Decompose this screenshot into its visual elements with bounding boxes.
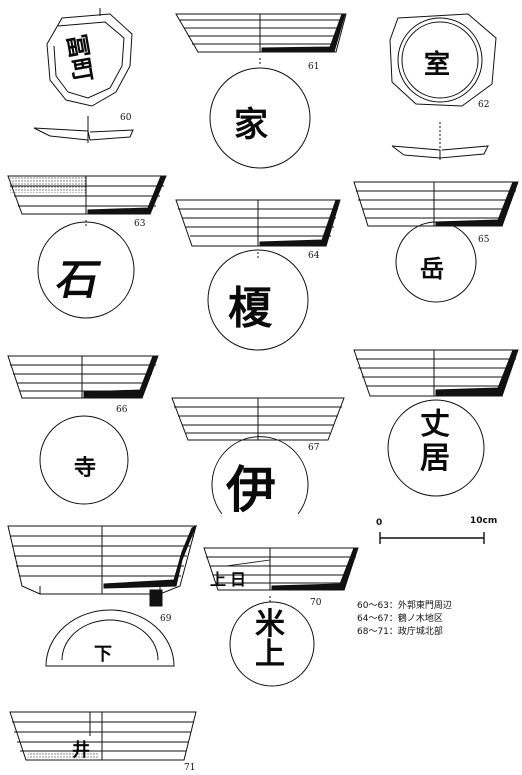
- profile-60: [33, 116, 134, 143]
- base-circle-64: [207, 249, 309, 351]
- bowl-profile-65: [353, 181, 519, 227]
- base-fragment-69: [45, 609, 175, 667]
- bowl-profile-69: [7, 524, 197, 607]
- figure-number: 67: [308, 443, 320, 453]
- figure-number: 69: [160, 614, 172, 624]
- base-circle-63: [37, 221, 135, 319]
- figure-number: 70: [310, 598, 322, 608]
- figure-number: 71: [184, 763, 196, 773]
- figure-number: 60: [120, 113, 132, 123]
- base-circle-65: [395, 221, 477, 303]
- inscription-69: 下: [94, 644, 112, 665]
- figure-number: 65: [478, 235, 490, 245]
- inscription-62: 室: [424, 50, 451, 80]
- base-circle-66: [39, 415, 129, 505]
- inscription-65: 岳: [420, 254, 444, 283]
- sherd-62: [389, 13, 497, 107]
- figure-number: 62: [478, 100, 490, 110]
- bowl-profile-64: [175, 199, 341, 260]
- base-circle-68: [387, 399, 485, 497]
- base-circle-61: [209, 67, 311, 169]
- scale-end-label: 10cm: [470, 516, 498, 526]
- sherd-60: [46, 8, 133, 107]
- base-arc-67: [211, 436, 309, 515]
- inscription-64: 榎: [228, 283, 272, 334]
- figure-number: 64: [308, 251, 320, 261]
- inscription-68: 丈居: [420, 407, 450, 476]
- bowl-profile-66: [7, 355, 159, 399]
- rim-mark-70b: 日: [230, 570, 247, 589]
- bowl-profile-68: [353, 349, 519, 397]
- bowl-profile-70: [203, 547, 359, 604]
- figure-number: 63: [134, 219, 146, 229]
- figure-number: 61: [308, 62, 320, 72]
- site-legend: 60～63：外郭東門周辺 64～67：鶴ノ木地区 68～71：政庁城北部: [357, 600, 452, 639]
- scale-start-label: 0: [376, 518, 383, 528]
- legend-line: 60～63：外郭東門周辺: [357, 601, 452, 611]
- bowl-profile-71: [9, 711, 197, 761]
- scale-bar: [379, 532, 485, 544]
- bowl-profile-67: [171, 397, 345, 441]
- inscription-66: 寺: [74, 455, 97, 481]
- figure-number: 68: [488, 389, 500, 399]
- legend-line: 64～67：鶴ノ木地区: [357, 614, 443, 624]
- inscription-70: 米上: [255, 607, 285, 672]
- figure-number: 66: [116, 405, 128, 415]
- bowl-profile-61: [175, 13, 347, 66]
- inscription-67: 伊: [226, 460, 276, 519]
- inscription-71: 井: [72, 740, 90, 761]
- rim-mark-70a: 上: [210, 570, 227, 589]
- profile-62: [391, 122, 489, 160]
- inscription-61: 家: [234, 105, 268, 145]
- legend-line: 68～71：政庁城北部: [357, 627, 443, 637]
- base-circle-70: [229, 601, 315, 687]
- bowl-profile-63: [7, 175, 167, 228]
